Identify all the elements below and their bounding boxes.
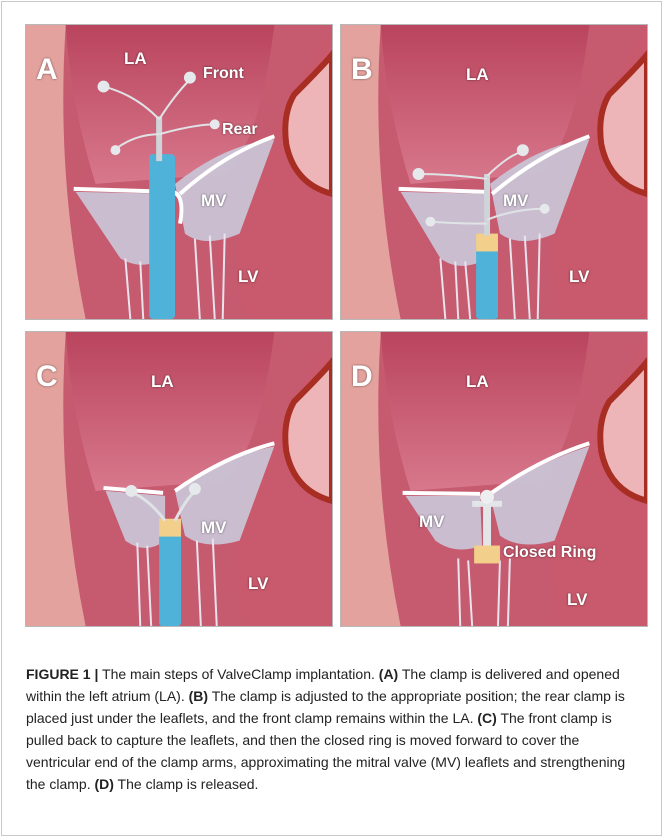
panel-a-illustration <box>26 25 332 319</box>
caption-text-d: The clamp is released. <box>114 776 258 792</box>
caption-ref-a: (A) <box>379 666 398 682</box>
caption-ref-c: (C) <box>477 710 496 726</box>
panel-c-letter: C <box>36 360 58 394</box>
panel-a-la-label: LA <box>124 49 147 69</box>
panel-d-illustration <box>341 332 647 626</box>
panel-a-lv-label: LV <box>238 267 258 287</box>
panel-a-front-label: Front <box>203 65 244 83</box>
panel-c-lv-label: LV <box>248 574 268 594</box>
panel-b-mv-label: MV <box>503 191 529 211</box>
panel-d-closed-ring-label: Closed Ring <box>503 544 596 562</box>
panel-a-mv-label: MV <box>201 191 227 211</box>
panel-d: D LA MV Closed Ring LV <box>340 331 648 627</box>
caption-ref-d: (D) <box>94 776 113 792</box>
panel-a-letter: A <box>36 53 58 87</box>
panel-a-rear-label: Rear <box>222 121 258 139</box>
caption-ref-b: (B) <box>189 688 208 704</box>
panel-c-la-label: LA <box>151 372 174 392</box>
panel-b-letter: B <box>351 53 373 87</box>
panel-d-lv-label: LV <box>567 590 587 610</box>
panel-a: A LA Front Rear MV LV <box>25 24 333 320</box>
panel-b-lv-label: LV <box>569 267 589 287</box>
panel-d-letter: D <box>351 360 373 394</box>
figure-number: FIGURE 1 | <box>26 666 98 682</box>
panel-d-mv-label: MV <box>419 512 445 532</box>
panel-d-la-label: LA <box>466 372 489 392</box>
panel-b-illustration <box>341 25 647 319</box>
panel-c-illustration <box>26 332 332 626</box>
caption-intro: The main steps of ValveClamp implantatio… <box>98 666 378 682</box>
panel-b: B LA MV LV <box>340 24 648 320</box>
panel-c-mv-label: MV <box>201 518 227 538</box>
figure-caption: FIGURE 1 | The main steps of ValveClamp … <box>26 663 646 795</box>
panel-c: C LA MV LV <box>25 331 333 627</box>
panel-b-la-label: LA <box>466 65 489 85</box>
